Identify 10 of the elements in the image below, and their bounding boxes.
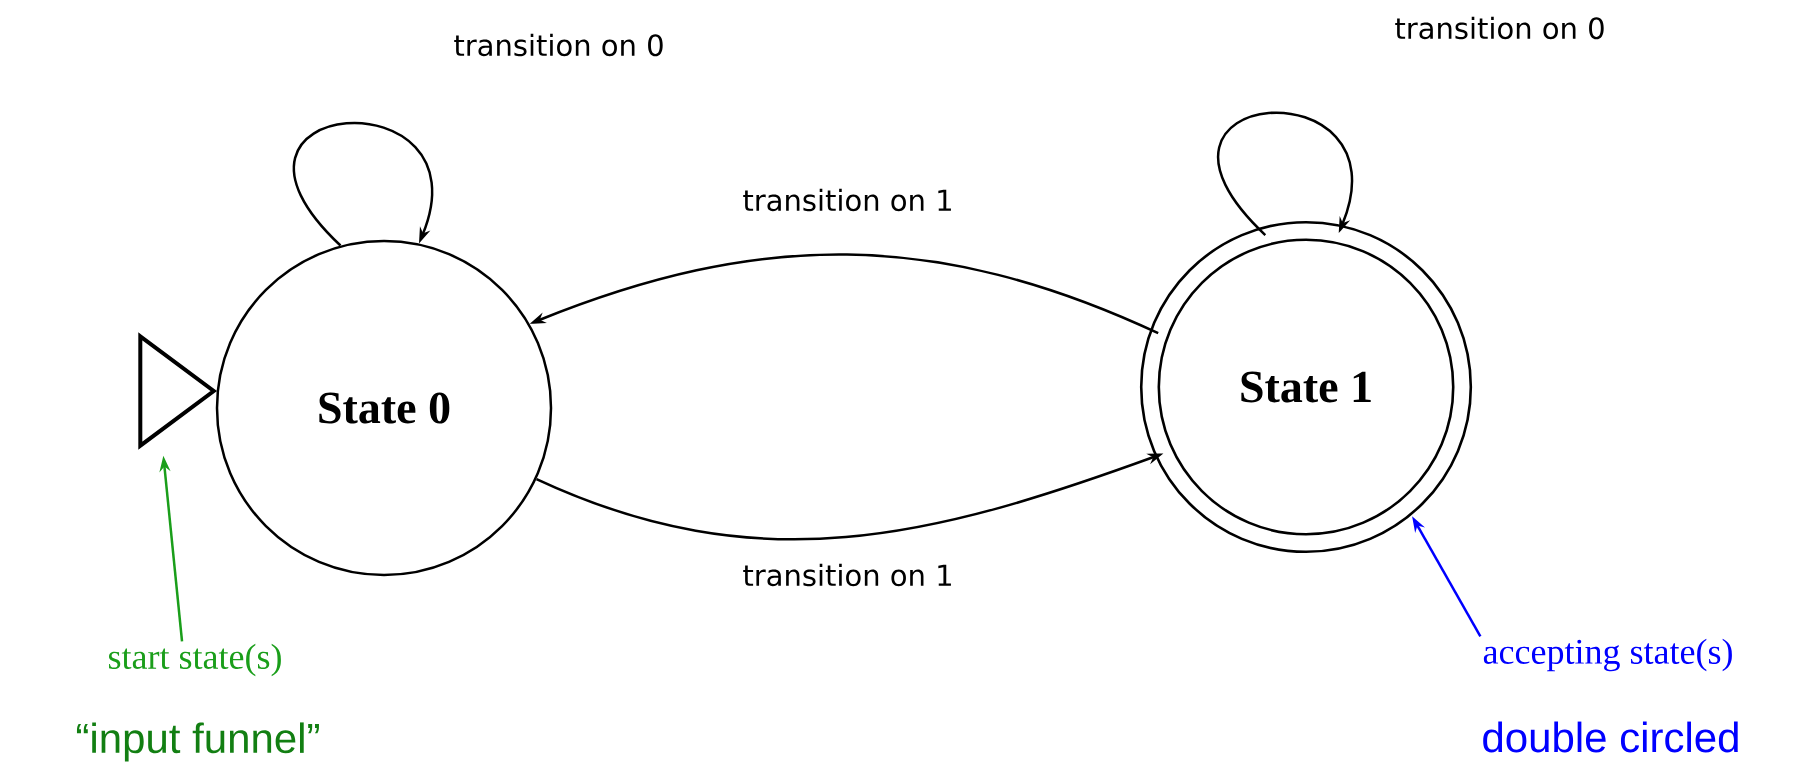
edge-label: transition on 0	[1392, 14, 1608, 42]
edge-label: transition on 1	[740, 561, 956, 589]
annotation-label: accepting state(s)	[1483, 638, 1732, 672]
self-loop-arrow	[1218, 111, 1353, 236]
self-loop-arrow	[293, 122, 434, 247]
edge-label: transition on 1	[740, 186, 956, 214]
edge-label: transition on 0	[451, 31, 667, 59]
caption-text: double circled	[1483, 721, 1738, 753]
caption-text: “input funnel”	[76, 722, 319, 762]
annotation-label: start state(s)	[109, 643, 281, 677]
